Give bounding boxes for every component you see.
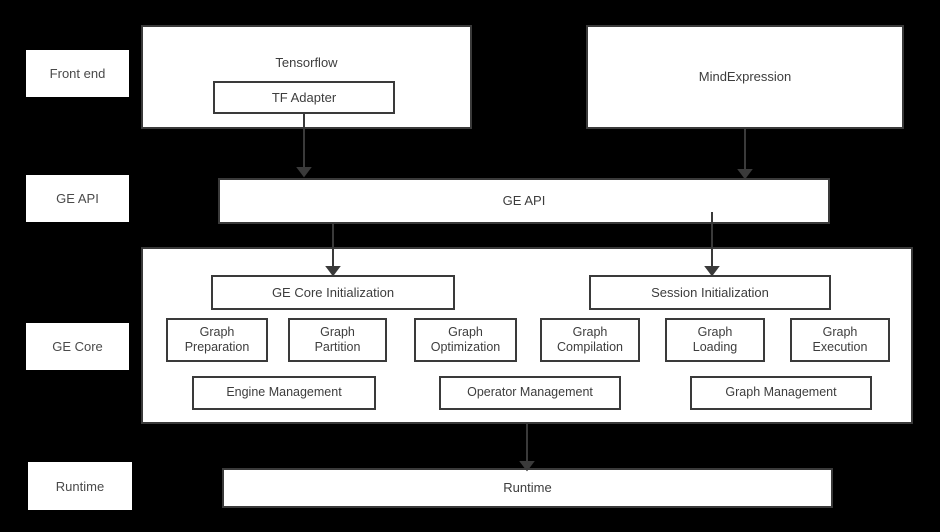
runtime-bar[interactable]: Runtime xyxy=(222,468,833,508)
stage-label-ge-api: GE API xyxy=(26,175,129,222)
stage-label-front-end: Front end xyxy=(26,50,129,97)
mindexpression-box[interactable]: MindExpression xyxy=(586,25,904,129)
engine-management-box[interactable]: Engine Management xyxy=(192,376,376,410)
stage-label-ge-core: GE Core xyxy=(26,323,129,370)
stage-label-runtime: Runtime xyxy=(28,462,132,510)
operator-management-box[interactable]: Operator Management xyxy=(439,376,621,410)
graph-management-box[interactable]: Graph Management xyxy=(690,376,872,410)
tensorflow-title: Tensorflow xyxy=(275,55,338,70)
ge-core-initialization-box[interactable]: GE Core Initialization xyxy=(211,275,455,310)
session-initialization-box[interactable]: Session Initialization xyxy=(589,275,831,310)
ge-api-bar[interactable]: GE API xyxy=(218,178,830,224)
tf-adapter-box[interactable]: TF Adapter xyxy=(213,81,395,114)
